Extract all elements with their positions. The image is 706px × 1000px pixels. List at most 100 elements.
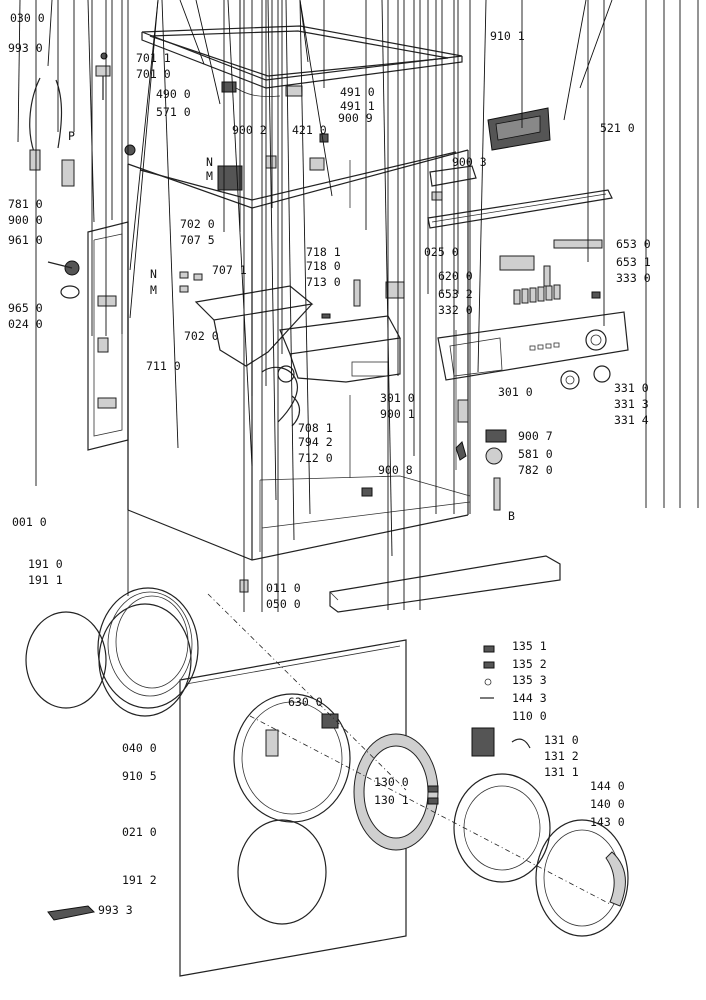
part-callout-c135_1: 135 1: [512, 639, 547, 653]
drain-hose: [261, 365, 301, 427]
leader-line-c702_0b: [299, 0, 333, 197]
marker-m-upper: M: [206, 169, 213, 183]
part-callout-c965: 965 0: [8, 301, 43, 315]
part-callout-c900_7: 900 7: [518, 429, 553, 443]
small-parts: [29, 52, 611, 921]
part-callout-c900_0: 900 0: [8, 213, 43, 227]
part-callout-c050: 050 0: [266, 597, 301, 611]
marker-p: P: [68, 129, 75, 143]
part-callout-c620: 620 0: [438, 269, 473, 283]
control-panel: [437, 311, 629, 381]
part-callout-c711: 711 0: [146, 359, 181, 373]
part-callout-c025: 025 0: [424, 245, 459, 259]
part-callout-c332: 332 0: [438, 303, 473, 317]
leader-line-c421: [129, 0, 159, 319]
detergent-housing: [194, 285, 401, 383]
front-panel: [179, 639, 407, 977]
part-callout-c653_1: 653 1: [616, 255, 651, 269]
leader-line-c030: [17, 0, 21, 143]
part-callout-c144_3: 144 3: [512, 691, 547, 705]
part-callout-c421: 421 0: [292, 123, 327, 137]
part-callout-c900_2: 900 2: [232, 123, 267, 137]
part-callout-c993_3: 993 3: [98, 903, 133, 917]
part-callout-c131_1: 131 1: [544, 765, 579, 779]
part-callout-c900_1: 900 1: [380, 407, 415, 421]
door-seal: [25, 587, 199, 717]
part-callout-c131_2: 131 2: [544, 749, 579, 763]
part-callout-c781: 781 0: [8, 197, 43, 211]
part-callout-c707_5: 707 5: [180, 233, 215, 247]
part-callout-c718_0: 718 0: [306, 259, 341, 273]
part-callout-c910_5: 910 5: [122, 769, 157, 783]
leader-line-c191_0: [563, 0, 587, 121]
part-callout-c135_2: 135 2: [512, 657, 547, 671]
part-callout-c130_0: 130 0: [374, 775, 409, 789]
part-callout-c571: 571 0: [156, 105, 191, 119]
strip-bracket: [429, 165, 477, 187]
part-callout-c702_0b: 702 0: [184, 329, 219, 343]
part-callout-c701_0: 701 0: [136, 67, 171, 81]
part-callout-c910_1: 910 1: [490, 29, 525, 43]
part-callout-c301_0a: 301 0: [380, 391, 415, 405]
part-callout-c144_0: 144 0: [590, 779, 625, 793]
leader-line-c900_2: [129, 0, 159, 271]
part-callout-c900_3: 900 3: [452, 155, 487, 169]
part-callout-c653_0: 653 0: [616, 237, 651, 251]
leader-line-c301_0b: [381, 0, 393, 557]
part-callout-c900_8: 900 8: [378, 463, 413, 477]
leader-line-c620: [267, 0, 277, 501]
part-callout-c707_1: 707 1: [212, 263, 247, 277]
part-callout-c653_2: 653 2: [438, 287, 473, 301]
marker-n-lower: N: [150, 267, 157, 281]
part-callout-c718_1: 718 1: [306, 245, 341, 259]
part-callout-c490: 490 0: [156, 87, 191, 101]
part-callout-c701_1: 701 1: [136, 51, 171, 65]
part-callout-c961: 961 0: [8, 233, 43, 247]
part-callout-c001: 001 0: [12, 515, 47, 529]
part-callout-c130_1: 130 1: [374, 793, 409, 807]
part-callout-c521: 521 0: [600, 121, 635, 135]
leader-line-c781: [179, 0, 205, 65]
part-callout-c333: 333 0: [616, 271, 651, 285]
part-callout-c491_0: 491 0: [340, 85, 375, 99]
leader-line-c653_2: [285, 0, 295, 541]
marker-b: B: [508, 509, 515, 523]
part-callout-c301_0b: 301 0: [498, 385, 533, 399]
marker-m-lower: M: [150, 283, 157, 297]
part-callout-c024: 024 0: [8, 317, 43, 331]
plinth: [329, 555, 561, 613]
part-callout-c011: 011 0: [266, 581, 301, 595]
part-callout-c331_0: 331 0: [614, 381, 649, 395]
part-callout-c712: 712 0: [298, 451, 333, 465]
leader-line-c900_0: [195, 0, 221, 105]
marker-n-upper: N: [206, 155, 213, 169]
leader-line-c490: [87, 0, 95, 223]
part-callout-c140: 140 0: [590, 797, 625, 811]
leader-line-c025: [227, 0, 253, 467]
leader-line-c191_1: [579, 0, 613, 89]
part-callout-c021: 021 0: [122, 825, 157, 839]
part-callout-c331_4: 331 4: [614, 413, 649, 427]
part-callout-c131_0: 131 0: [544, 733, 579, 747]
part-callout-c782: 782 0: [518, 463, 553, 477]
leader-line-c900_8: [477, 0, 487, 373]
door-assembly: [353, 733, 629, 937]
part-callout-c794: 794 2: [298, 435, 333, 449]
part-callout-c040: 040 0: [122, 741, 157, 755]
leader-line-c332: [299, 0, 311, 515]
part-callout-c143: 143 0: [590, 815, 625, 829]
part-callout-c331_3: 331 3: [614, 397, 649, 411]
leader-line-c900_3: [161, 0, 179, 449]
part-callout-c993_0: 993 0: [8, 41, 43, 55]
part-callout-c581: 581 0: [518, 447, 553, 461]
part-callout-c713: 713 0: [306, 275, 341, 289]
part-callout-c135_3: 135 3: [512, 673, 547, 687]
part-callout-c708: 708 1: [298, 421, 333, 435]
top-rail: [427, 189, 613, 229]
back-panel: [87, 221, 129, 451]
cabinet: [127, 149, 471, 561]
part-callout-c191_2: 191 2: [122, 873, 157, 887]
part-callout-c900_9: 900 9: [338, 111, 373, 125]
